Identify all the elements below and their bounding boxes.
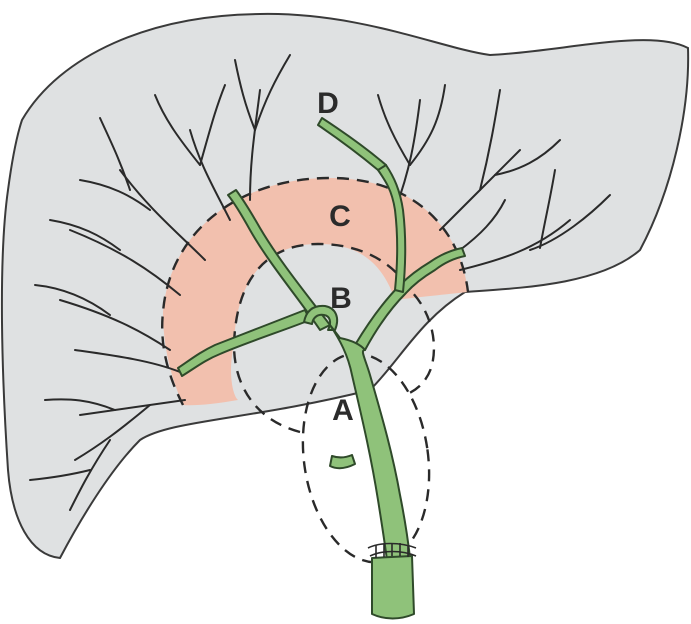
duct-ligature — [368, 543, 416, 558]
zone-label-b: B — [330, 282, 352, 315]
zone-label-a: A — [332, 394, 354, 427]
zone-label-d: D — [317, 87, 339, 120]
zone-label-c: C — [329, 200, 351, 233]
